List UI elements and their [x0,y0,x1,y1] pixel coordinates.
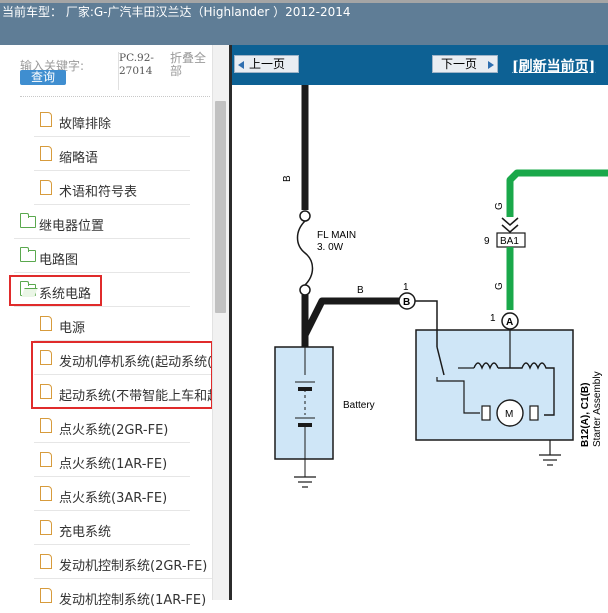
page-nav-bar: 上一页 下一页 [刷新当前页] [232,45,608,85]
pin-number-left: 1 [403,282,409,293]
starter-circuit-diagram: B FL MAIN 3. 0W B 1 Battery G BA1 9 [274,85,608,488]
tree-item-charging-system[interactable]: 充电系统 [34,511,190,545]
wire-color-label-g-top: G [494,202,505,210]
wire-color-label-g-bottom: G [494,282,505,290]
refresh-page-link[interactable]: [刷新当前页] [512,59,596,75]
starter-switch-contact [436,346,445,376]
tree-item-engine-control-1ar[interactable]: 发动机控制系统(1AR-FE) [34,579,212,613]
vehicle-title: 当前车型： 厂家:G-广汽丰田汉兰达（Highlander ）2012-2014 [2,5,351,19]
connector-name: BA1 [500,236,519,247]
document-code: PC.92-27014 [118,52,164,90]
connector-pin: 9 [484,236,490,247]
vehicle-title-bar: 当前车型： 厂家:G-广汽丰田汉兰达（Highlander ）2012-2014 [0,3,608,45]
search-divider [20,96,210,97]
black-wire-to-starter [301,297,400,347]
tree-item-wiring-diagrams[interactable]: 电路图 [14,239,190,273]
next-page-button[interactable]: 下一页 [432,55,498,73]
wire-color-label-b-top: B [282,175,293,182]
tree-item-power-source[interactable]: 电源 [34,307,190,341]
starter-connector-code: B12(A), C1(B) [580,383,591,447]
motor-symbol [496,399,524,427]
tree-item-ignition-3ar[interactable]: 点火系统(3AR-FE) [34,477,190,511]
folder-icon [20,247,36,262]
previous-page-button[interactable]: 上一页 [234,55,299,73]
document-icon [40,146,52,161]
left-navigation-pane: 输入关键字: 查询 PC.92-27014 折叠全部 故障排除 缩略语 术语和符… [0,45,229,608]
tree-item-relay-locations[interactable]: 继电器位置 [14,205,190,239]
terminal-b-label: B [403,297,410,308]
search-button[interactable]: 查询 [20,70,66,85]
tree-item-troubleshooting[interactable]: 故障排除 [34,103,190,137]
document-icon [40,452,52,467]
wire-color-label-b-mid: B [357,285,364,296]
folder-open-icon [20,281,36,296]
green-wire-top [506,169,608,217]
tree-item-engine-control-2gr[interactable]: 发动机控制系统(2GR-FE) [34,545,212,579]
starter-assembly-box [415,329,574,441]
pin-number-right: 1 [490,313,496,324]
tree-item-terms-symbols[interactable]: 术语和符号表 [34,171,190,205]
starter-assembly-label: Starter Assembly [592,371,603,447]
tree-item-ignition-2gr[interactable]: 点火系统(2GR-FE) [34,409,190,443]
search-panel: 输入关键字: 查询 PC.92-27014 折叠全部 [0,45,212,97]
tree-item-abbreviations[interactable]: 缩略语 [34,137,190,171]
collapse-all-link[interactable]: 折叠全部 [170,51,207,78]
battery-label: Battery [343,400,375,411]
arrow-left-icon [238,61,244,69]
highlight-system-circuits [9,275,102,306]
arrow-right-icon [488,61,494,69]
tree-item-ignition-1ar[interactable]: 点火系统(1AR-FE) [34,443,190,477]
connector-chevron-icon [501,217,519,233]
tree-item-engine-immobiliser[interactable]: 发动机停机系统(起动系统( [34,341,212,375]
terminal-a-label: A [506,317,513,328]
fuse-rating: 3. 0W [317,242,344,253]
fuse-name: FL MAIN [317,230,356,241]
solenoid-coils [473,362,555,416]
highlight-starting-items [31,341,213,409]
document-icon [40,418,52,433]
document-icon [40,316,52,331]
document-icon [40,520,52,535]
battery-box [274,346,334,460]
document-icon [40,486,52,501]
document-icon [40,384,52,399]
search-keyword-label[interactable]: 输入关键字: [20,59,85,73]
document-icon [40,112,52,127]
document-icon [40,180,52,195]
fuse-terminal-top [299,210,311,222]
document-icon [40,588,52,603]
folder-icon [20,213,36,228]
document-icon [40,554,52,569]
document-icon [40,350,52,365]
scrollbar-thumb[interactable] [215,101,226,313]
tree-item-system-circuits[interactable]: 系统电路 [14,273,190,307]
pane-divider[interactable] [229,45,232,600]
fuse-element [296,220,314,286]
diagram-pane: 上一页 下一页 [刷新当前页] B FL MAIN 3. 0W B 1 Batt… [232,45,608,600]
motor-label: M [505,409,513,420]
window-top-border [0,0,608,3]
fuse-terminal-bottom [299,284,311,296]
